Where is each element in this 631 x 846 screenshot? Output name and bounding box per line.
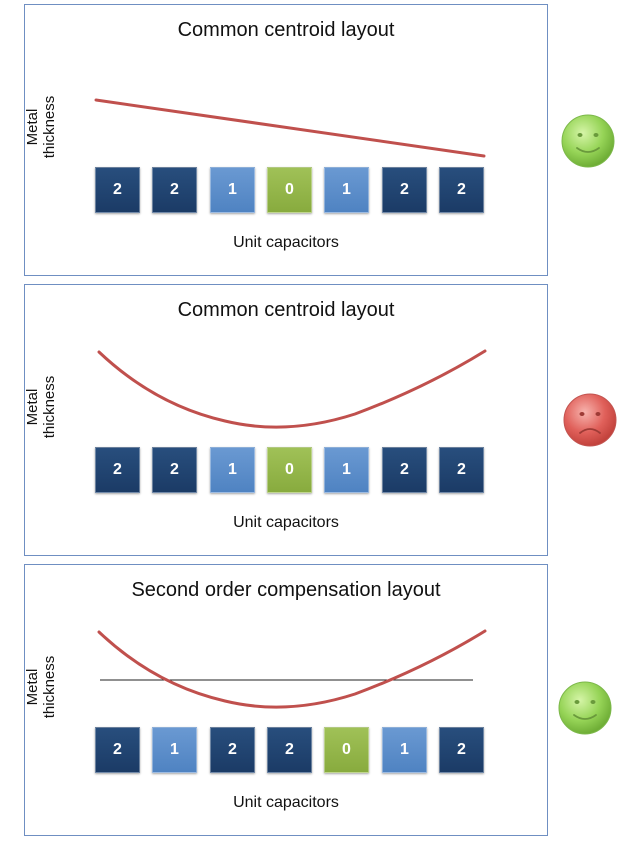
unit-capacitor: 1 [324,447,369,493]
happy-face-icon [561,114,615,168]
panel-title: Common centroid layout [177,19,395,41]
happy-face-icon [558,681,612,735]
y-axis-label: Metal thickness [24,656,58,719]
panel-3: Second order compensation layout Metal t… [24,564,548,836]
unit-capacitor: 0 [267,167,312,213]
unit-capacitor: 1 [324,167,369,213]
unit-capacitor: 2 [95,727,140,773]
unit-capacitor: 2 [439,727,484,773]
unit-capacitor: 1 [210,167,255,213]
y-axis-label: Metal thickness [24,96,58,159]
unit-capacitor: 1 [210,447,255,493]
panel-2: Common centroid layout Metal thickness 2… [24,284,548,556]
y-axis-label-line1: Metal [24,668,41,706]
panel-title: Second order compensation layout [131,579,441,601]
capacitor-row: 2 2 1 0 1 2 2 [95,167,484,213]
y-axis-label: Metal thickness [24,376,58,439]
unit-capacitor: 2 [382,447,427,493]
thickness-line [94,98,486,158]
y-axis-label-line2: thickness [41,95,58,159]
unit-capacitor: 2 [95,167,140,213]
unit-capacitor: 2 [95,447,140,493]
unit-capacitor: 2 [439,447,484,493]
unit-capacitor: 1 [382,727,427,773]
panel-title: Common centroid layout [177,299,395,321]
y-axis-label-line1: Metal [24,388,41,426]
x-axis-label: Unit capacitors [233,234,339,251]
unit-capacitor: 2 [152,447,197,493]
y-axis-label-line2: thickness [41,375,58,439]
unit-capacitor: 1 [152,727,197,773]
capacitor-row: 2 2 1 0 1 2 2 [95,447,484,493]
y-axis-label-line2: thickness [41,655,58,719]
panel-1: Common centroid layout Metal thickness 2… [24,4,548,276]
y-axis-label-line1: Metal [24,108,41,146]
x-axis-label: Unit capacitors [233,794,339,811]
thickness-parabola [97,349,487,429]
unit-capacitor: 2 [210,727,255,773]
unit-capacitor: 2 [382,167,427,213]
unit-capacitor: 2 [439,167,484,213]
capacitor-row: 2 1 2 2 0 1 2 [95,727,484,773]
unit-capacitor: 2 [152,167,197,213]
sad-face-icon [563,393,617,447]
unit-capacitor: 0 [324,727,369,773]
unit-capacitor: 2 [267,727,312,773]
thickness-parabola [97,629,487,709]
x-axis-label: Unit capacitors [233,514,339,531]
unit-capacitor: 0 [267,447,312,493]
